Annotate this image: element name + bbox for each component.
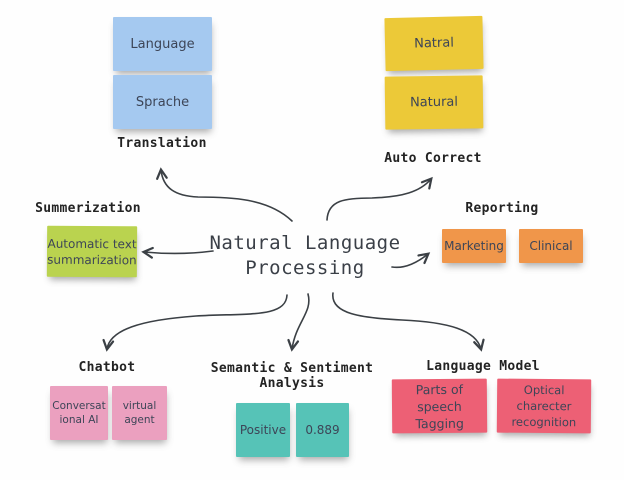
sticky-note[interactable]: Clinical	[519, 229, 583, 263]
arrow-to-autocorrect	[326, 176, 433, 221]
sticky-note[interactable]: Marketing	[442, 229, 506, 263]
central-topic: Natural Language Processing	[209, 232, 401, 279]
arrow-to-langmodel	[332, 292, 485, 352]
sticky-note[interactable]: Sprache	[113, 75, 212, 129]
sticky-note[interactable]: Parts of speech Tagging	[391, 378, 488, 434]
sticky-note[interactable]: Natural	[384, 75, 484, 130]
sticky-note[interactable]: virtual agent	[112, 386, 167, 440]
sticky-note[interactable]: Natral	[384, 15, 484, 72]
group-label-semantic-sentiment: Semantic & Sentiment Analysis	[210, 361, 374, 391]
group-label-auto-correct: Auto Correct	[384, 151, 482, 166]
sticky-note[interactable]: Optical charecter recognition	[496, 378, 592, 434]
sticky-note[interactable]: Automatic text summarization	[46, 225, 138, 278]
sticky-note[interactable]: Positive	[236, 403, 290, 457]
group-label-language-model: Language Model	[426, 359, 540, 374]
arrow-to-semantic	[287, 293, 310, 352]
arrow-to-chatbot	[102, 294, 288, 352]
sticky-note[interactable]: 0.889	[296, 403, 349, 457]
group-label-translation: Translation	[117, 136, 207, 151]
group-label-chatbot: Chatbot	[78, 360, 136, 375]
group-label-summerization: Summerization	[35, 201, 141, 216]
arrow-to-translation	[156, 167, 293, 222]
group-label-reporting: Reporting	[465, 201, 539, 216]
sticky-note[interactable]: Conversat ional AI	[50, 386, 108, 440]
sticky-note[interactable]: Language	[113, 17, 212, 71]
